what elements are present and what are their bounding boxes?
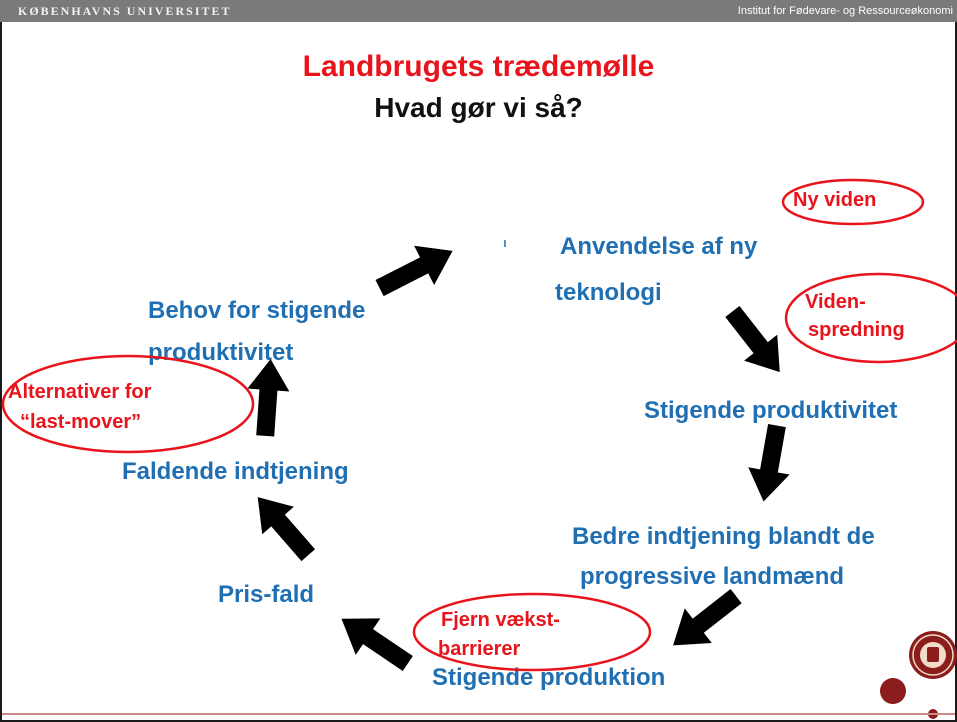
step-anvendelse-line2: teknologi [555, 279, 662, 306]
annotation-viden-line1: Viden- [805, 291, 866, 313]
step-faldende-indtjening: Faldende indtjening [122, 458, 349, 485]
step-pris-fald: Pris-fald [218, 581, 315, 608]
header-bar: KØBENHAVNS UNIVERSITET Institut for Føde… [0, 0, 957, 22]
annotation-alternativer-line2: “last-mover” [20, 411, 142, 433]
step-bedre-line1: Bedre indtjening blandt de [572, 523, 875, 550]
ny-viden-ellipse [781, 178, 925, 226]
university-seal-icon [909, 631, 957, 679]
arrow-behov-to-anvendelse [375, 245, 453, 297]
footer-divider [2, 713, 955, 715]
annotation-ny-viden: Ny viden [793, 189, 877, 211]
step-anvendelse-line1: Anvendelse af ny [560, 233, 758, 260]
arrow-anvendelse-to-stigende [725, 305, 780, 373]
arrow-stigende-to-bedre [748, 424, 790, 502]
arrow-produktion-to-prisfald [341, 618, 413, 671]
last-mover-ellipse [1, 354, 255, 454]
institute-name: Institut for Fødevare- og Ressourceøkono… [737, 5, 953, 17]
slide-subtitle: Hvad gør vi så? [374, 92, 583, 123]
annotation-fjern-line2: barrierer [438, 638, 521, 660]
fjern-barrierer-ellipse [412, 592, 652, 672]
arrow-bedre-to-produktion [673, 589, 742, 646]
slide-title: Landbrugets trædemølle [302, 50, 655, 83]
step-stigende-produktivitet: Stigende produktivitet [644, 397, 898, 424]
step-bedre-line2: progressive landmænd [580, 563, 845, 590]
viden-spredning-ellipse [784, 272, 957, 364]
annotation-viden-line2: spredning [808, 319, 905, 341]
arrow-prisfald-to-faldende [257, 497, 316, 562]
university-name: KØBENHAVNS UNIVERSITET [18, 4, 232, 18]
annotation-alternativer-line1: Alternativer for [8, 381, 152, 403]
step-behov-line1: Behov for stigende [148, 297, 366, 324]
annotation-fjern-line1: Fjern vækst- [441, 609, 560, 631]
decorative-dot-icon [880, 678, 906, 704]
arrow-faldende-to-behov [247, 359, 290, 437]
